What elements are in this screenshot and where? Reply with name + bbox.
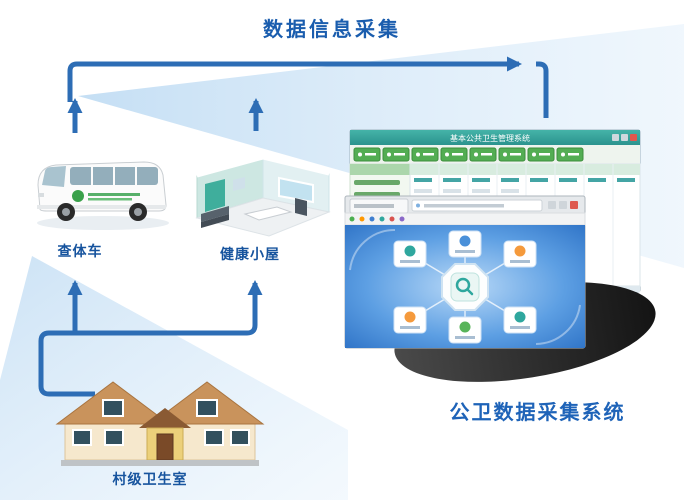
house-door [156,433,174,461]
magnifier-icon [455,277,474,296]
toolbar-buttons [353,147,584,162]
hub-node [448,316,482,344]
cabin-cabinet-front [201,214,229,228]
house-window-3 [204,429,224,446]
sidebar-header [350,164,410,175]
front-window [344,195,586,349]
house-window-4 [230,429,250,446]
cabin-exam-table [243,206,293,221]
house-window-1 [72,429,92,446]
table-link-row [414,178,635,182]
van-ground-shadow [37,216,169,230]
house-gable-window-left [102,399,124,417]
system-screens-illustration: 基本公共卫生管理系统 [344,129,656,382]
clinic-label: 村级卫生室 [112,471,188,487]
maximize-icon [621,134,628,141]
hub-node [503,240,537,268]
back-window-titlebar [350,130,640,145]
van-decal-text-bar2 [88,198,132,201]
clinic-illustration [55,381,265,466]
house-base [61,460,259,466]
maximize-icon [559,201,567,209]
van-illustration [37,161,169,230]
hub-node [503,306,537,334]
close-icon [630,134,637,141]
arrow-top-line [67,56,522,102]
page-title: 数据信息采集 [263,19,401,41]
van-windshield [42,166,66,187]
arrow-clinic-to-cabin [38,280,263,397]
van-decal-text-bar [88,193,140,196]
van-green-logo [72,190,84,202]
minimize-icon [548,201,556,209]
decorative-arc-br [535,304,581,345]
cabin-label: 健康小屋 [220,246,280,262]
cabin-cabinet-top [201,206,229,222]
hub-node [393,306,427,334]
cabin-window [278,176,314,204]
hub-center [441,263,489,311]
cabin-illustration [195,156,331,237]
bookmark-icons [349,216,405,222]
back-window-title: 基本公共卫生管理系统 [450,133,530,143]
hub-node [393,240,427,268]
arrow-drop-to-system [536,61,549,118]
house-window-2 [104,429,124,446]
decorative-arc-tl [349,228,396,271]
cabin-wall-poster [233,177,245,191]
van-headlight [38,193,44,197]
close-icon [570,201,578,209]
cabin-green-panel [205,179,225,212]
cabin-kiosk [295,198,307,216]
cabin-top-edge [196,156,330,178]
system-label: 公卫数据采集系统 [449,402,626,424]
house-gable-window-right [196,399,218,417]
minimize-icon [612,134,619,141]
hub-nodes [393,230,537,344]
van-label: 查体车 [57,243,103,259]
hub-node [448,230,482,258]
van-bumper [37,205,166,209]
house-dormer-roof [139,408,191,428]
table-header-row [410,164,640,175]
